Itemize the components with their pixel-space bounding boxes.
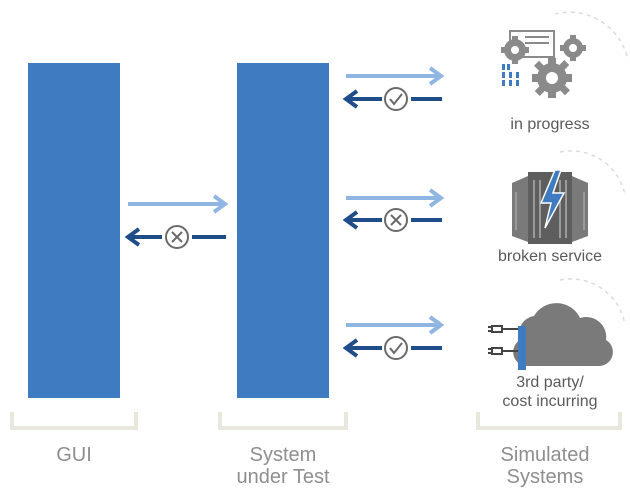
service2-fail-icon [384, 208, 408, 232]
cloud-plug-icon [488, 303, 613, 370]
gui-request-arrow [128, 194, 229, 214]
system-under-test-label: System under Test [236, 444, 330, 488]
service1-response-arrow [342, 89, 442, 109]
service3-ok-icon [384, 336, 408, 360]
server-lightning-icon [512, 169, 588, 244]
service-label-broken: broken service [497, 248, 603, 265]
gui-bracket [10, 412, 138, 430]
gui-fail-icon [165, 225, 189, 249]
service-arc-3 [559, 278, 626, 326]
service-arc-1 [554, 11, 629, 61]
gui-response-arrow [124, 227, 226, 247]
simulated-systems-label: Simulated Systems [500, 444, 590, 488]
service3-response-arrow [342, 338, 442, 358]
service2-request-arrow [346, 188, 445, 208]
service3-request-arrow [346, 315, 445, 335]
service1-ok-icon [384, 87, 408, 111]
system-under-test-bar [237, 63, 329, 398]
gears-code-icon [501, 30, 586, 98]
simulated-systems-bracket [476, 412, 622, 430]
gui-bar [28, 63, 120, 398]
service1-request-arrow [346, 66, 445, 86]
service-label-third-party: 3rd party/ cost incurring [502, 374, 598, 410]
system-under-test-bracket [218, 412, 348, 430]
service-arc-2 [559, 150, 626, 196]
service2-response-arrow [342, 210, 442, 230]
gui-label: GUI [56, 444, 92, 466]
service-label-in-progress: in progress [510, 116, 590, 133]
